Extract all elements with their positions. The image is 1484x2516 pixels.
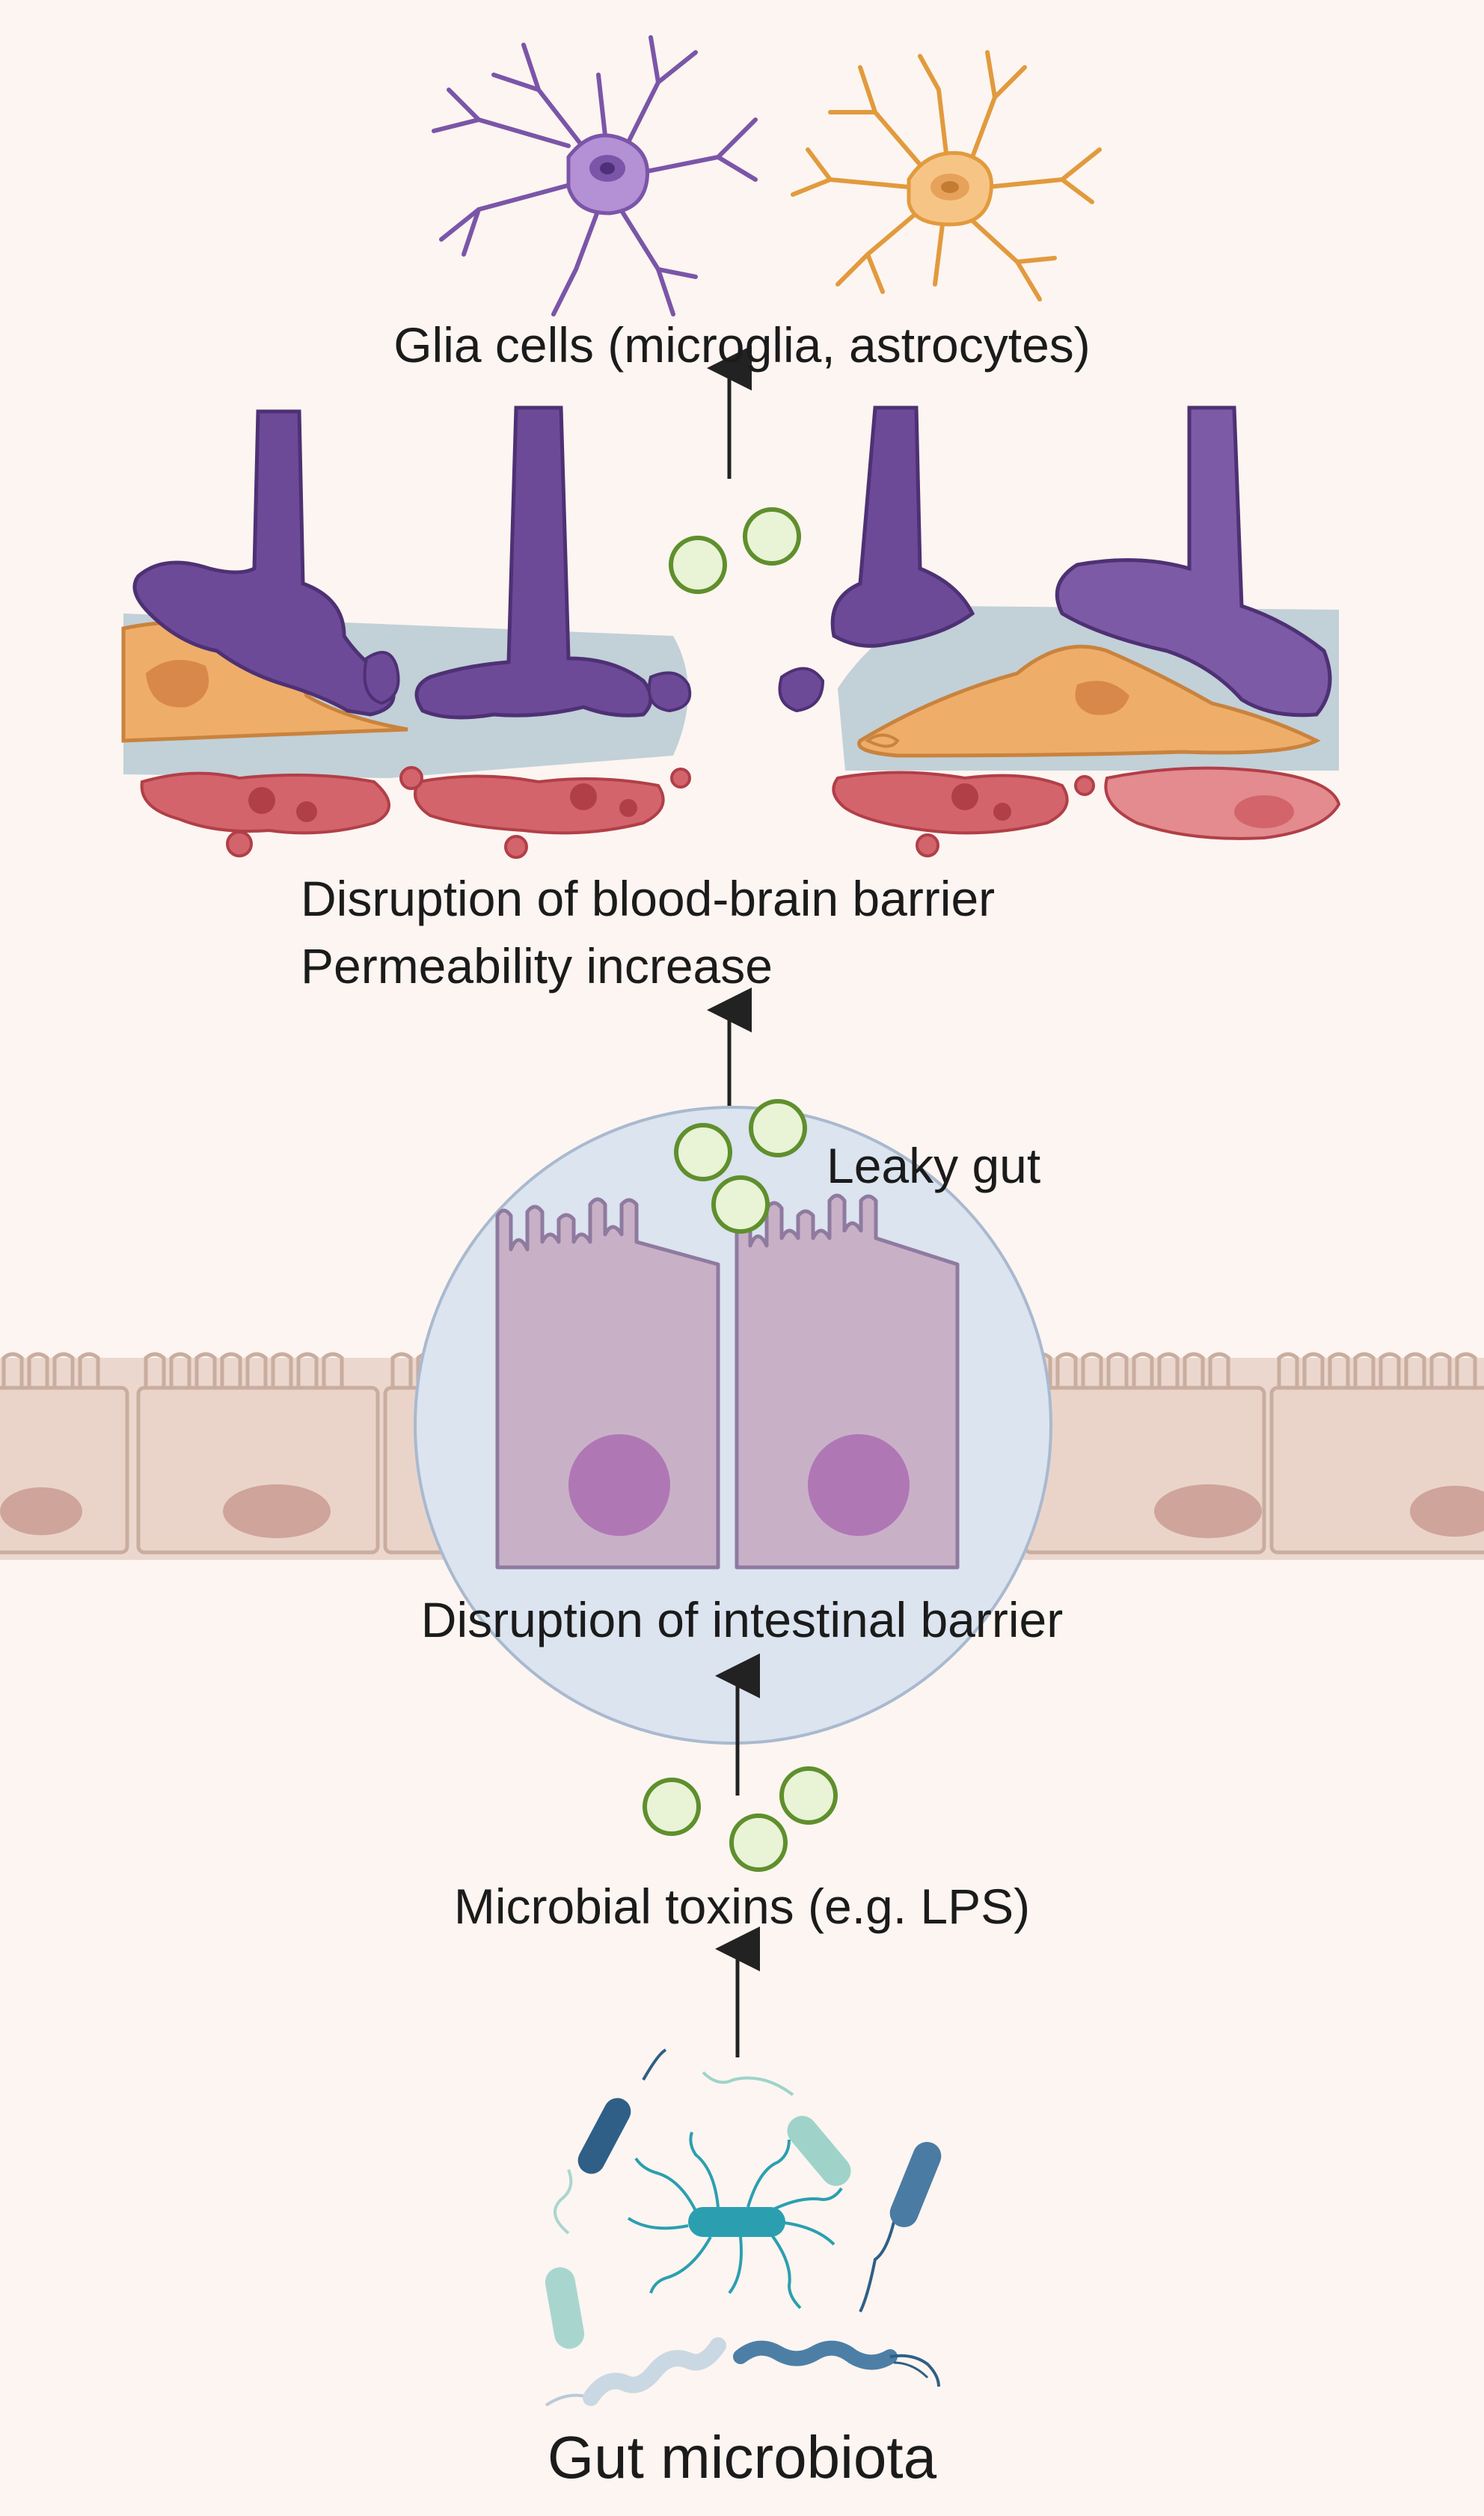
label-gut-microbiota: Gut microbiota [547, 2424, 937, 2491]
astrocyte-cell [791, 50, 1102, 302]
bacterium-flagellated [627, 2131, 843, 2310]
label-leaky-gut: Leaky gut [827, 1138, 1041, 1193]
enterocytes-magnified [495, 1193, 960, 1570]
microglia-cell [432, 35, 758, 316]
blood-brain-barrier-right [778, 405, 1341, 857]
toxin-particles-bbb [669, 507, 801, 594]
label-permeability: Permeability increase [301, 938, 773, 994]
blood-brain-barrier-left [121, 405, 692, 859]
toxin-particles-leaky-gut [674, 1099, 807, 1234]
bacterium-spiral-pale [545, 2337, 726, 2407]
bacterium-rod-dark [577, 2048, 667, 2174]
label-microbial-toxins: Microbial toxins (e.g. LPS) [453, 1879, 1031, 1934]
bacterium-spiral-dark [733, 2340, 940, 2387]
bacterium-rod-dark-right [859, 2141, 942, 2313]
label-intestinal-barrier: Disruption of intestinal barrier [420, 1592, 1064, 1647]
bacteria-cluster [545, 2048, 942, 2407]
bacterium-rod-light [702, 2071, 851, 2186]
label-glia-cells: Glia cells (microglia, astrocytes) [393, 317, 1091, 373]
label-bbb-disruption: Disruption of blood-brain barrier [301, 871, 996, 926]
bacterium-rod-pale-left [545, 2169, 585, 2349]
toxin-particles-lps [643, 1766, 838, 1872]
